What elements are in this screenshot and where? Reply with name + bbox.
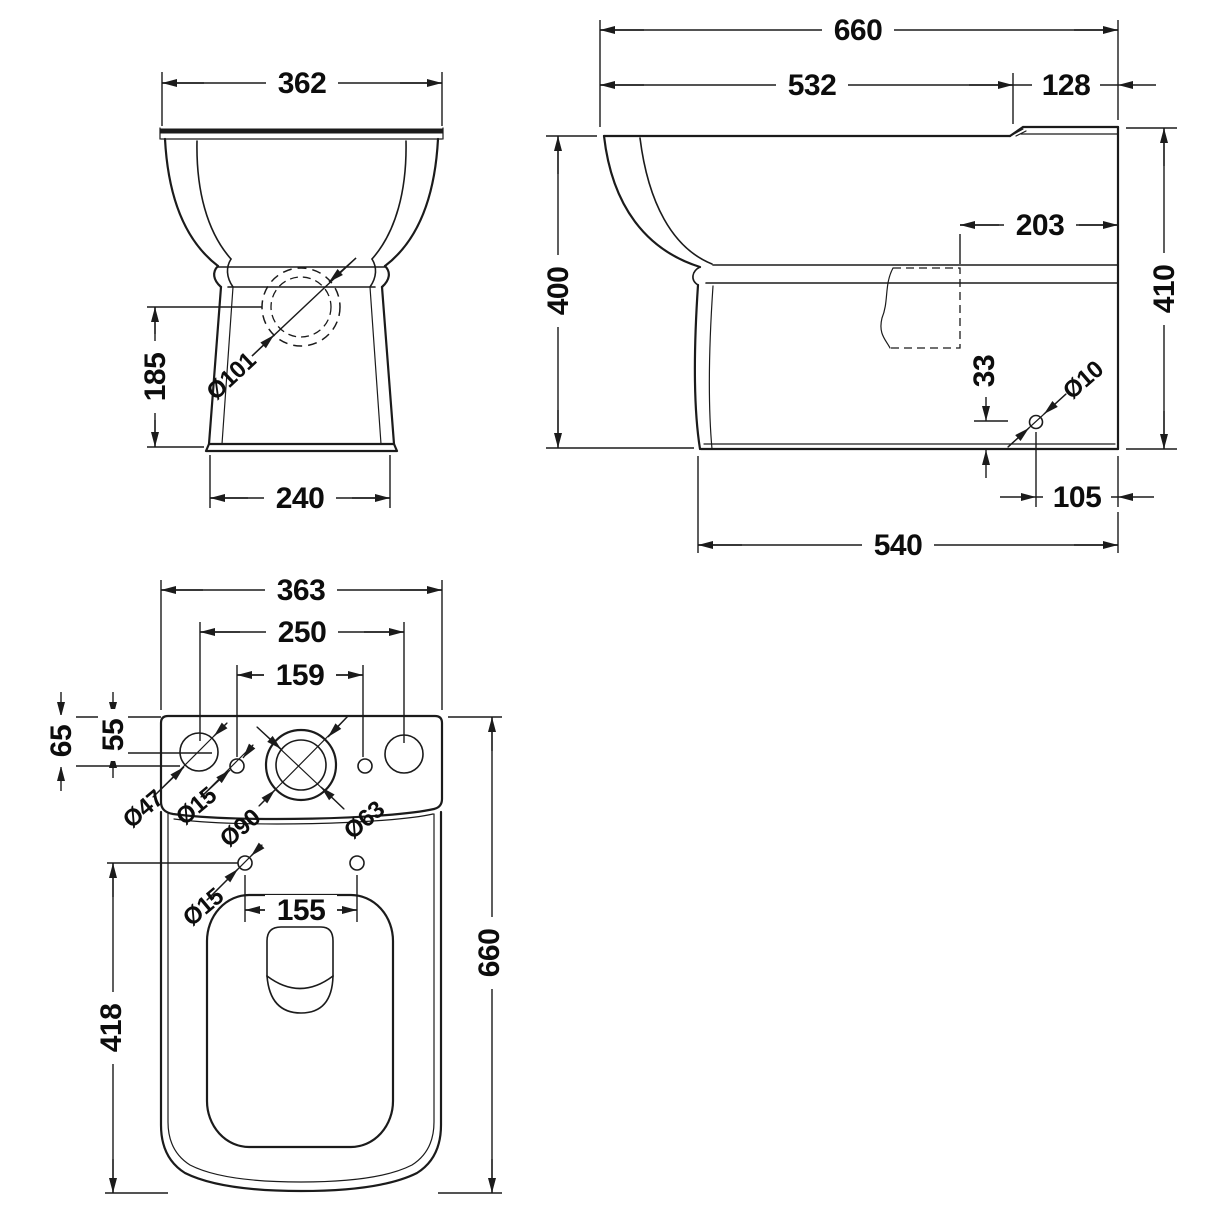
plan-outer-centres-label: 250 <box>278 616 327 649</box>
plan-length-dimension: 660 <box>438 716 506 1194</box>
side-fixing-hole-label: Ø10 <box>1058 356 1109 405</box>
side-bowl-depth-label: 532 <box>788 69 837 102</box>
side-front-height-label: 400 <box>542 267 575 316</box>
plan-row-offset-inner-dimension: 55 <box>97 692 212 778</box>
side-overall-depth-dimension: 660 <box>599 14 1119 127</box>
front-view-outline <box>159 127 444 453</box>
side-rear-ledge-label: 128 <box>1042 69 1091 102</box>
front-base-width-label: 240 <box>276 482 325 515</box>
side-fixing-setback-label: 105 <box>1053 481 1102 514</box>
front-outlet-height-dimension: 185 <box>139 306 262 448</box>
plan-width-label: 363 <box>277 574 326 607</box>
side-fixing-hole-dimension: Ø10 <box>1007 356 1109 448</box>
front-width-label: 362 <box>278 67 327 100</box>
plan-seat-hole-label: Ø15 <box>178 883 229 932</box>
side-rear-height-label: 410 <box>1148 265 1181 314</box>
plan-small-hole-label: Ø15 <box>171 782 222 831</box>
plan-flush-inner-label: Ø63 <box>339 796 390 845</box>
side-view-outline <box>602 125 1120 451</box>
plan-row-offset-inner-label: 55 <box>97 719 130 751</box>
side-base-depth-dimension: 540 <box>697 456 1119 562</box>
plan-row-offset-outer-dimension: 65 <box>45 692 180 791</box>
front-outlet-height-label: 185 <box>139 353 172 402</box>
side-front-height-dimension: 400 <box>542 135 694 449</box>
plan-seat-centres-dimension: 155 <box>244 875 358 927</box>
side-fixing-height-dimension: 33 <box>968 345 1008 478</box>
side-fixing-height-label: 33 <box>968 355 1001 387</box>
side-overall-depth-label: 660 <box>834 14 883 47</box>
plan-width-dimension: 363 <box>160 574 443 710</box>
side-rear-setout-dimension: 203 <box>959 209 1118 264</box>
plan-seat-setback-label: 418 <box>95 1004 128 1053</box>
plan-flush-outer-label: Ø90 <box>215 804 266 853</box>
plan-view: Ø90 Ø63 Ø47 Ø15 <box>45 574 506 1194</box>
side-fixing-setback-dimension: 105 <box>1000 432 1154 514</box>
plan-seat-setback-dimension: 418 <box>95 862 238 1194</box>
front-view: Ø101 362 185 <box>139 67 444 515</box>
side-bowl-depth-dimension: 532 <box>600 69 1014 124</box>
side-rear-ledge-dimension: 128 <box>1013 69 1156 102</box>
plan-seat-centres-label: 155 <box>277 894 326 927</box>
plan-row-offset-outer-label: 65 <box>45 725 78 757</box>
plan-length-label: 660 <box>473 929 506 978</box>
side-rear-setout-label: 203 <box>1016 209 1065 242</box>
side-view: 660 532 128 <box>542 14 1181 562</box>
side-base-depth-label: 540 <box>874 529 923 562</box>
plan-inner-centres-dimension: 159 <box>236 659 364 757</box>
plan-inner-centres-label: 159 <box>276 659 325 692</box>
front-base-width-dimension: 240 <box>209 455 391 515</box>
front-outlet-diameter-dimension: Ø101 <box>201 257 357 406</box>
front-width-dimension: 362 <box>161 67 443 126</box>
plan-outer-centres-dimension: 250 <box>199 616 405 743</box>
side-rear-height-dimension: 410 <box>1126 127 1181 450</box>
plan-seat-hole-dimension: Ø15 <box>178 842 265 932</box>
